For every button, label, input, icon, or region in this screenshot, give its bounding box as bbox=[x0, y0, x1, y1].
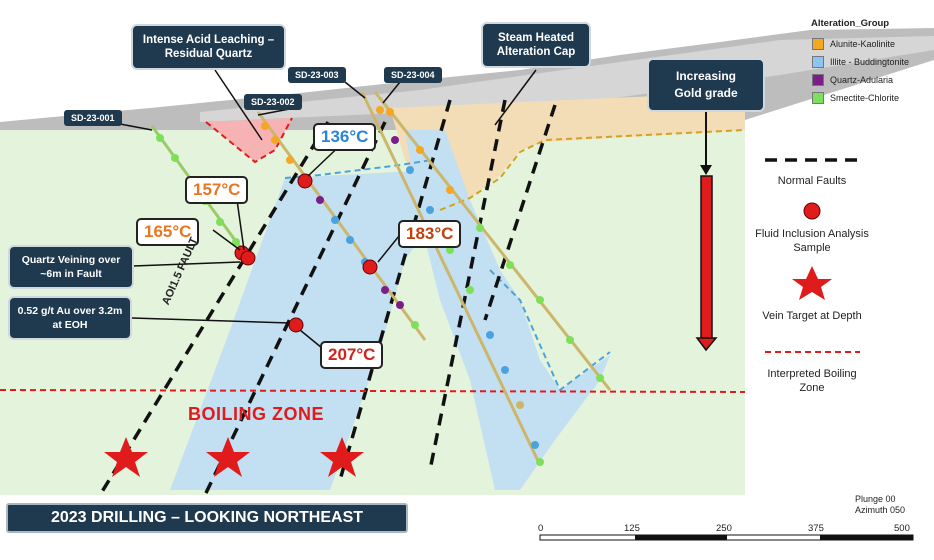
boiling-zone-line bbox=[0, 389, 746, 393]
illite-zone-1 bbox=[170, 170, 440, 490]
gold-leader-head bbox=[700, 165, 712, 175]
illite-outline-2 bbox=[489, 269, 611, 392]
fluid-inclusion-samples bbox=[234, 173, 378, 333]
cap-outline bbox=[439, 129, 746, 211]
star-icon bbox=[104, 437, 148, 477]
boiling-zone-label: BOILING ZONE bbox=[188, 404, 324, 424]
increasing-gold-text: Increasing Gold grade bbox=[674, 69, 738, 100]
legend-swatch bbox=[812, 92, 824, 104]
legend-title: Alteration_Group bbox=[811, 18, 890, 29]
star-icon bbox=[206, 437, 250, 477]
temp-label-183: 183°C bbox=[398, 220, 462, 248]
legend-label: Quartz-Adularia bbox=[830, 75, 894, 85]
legend-label: Smectite-Chlorite bbox=[830, 93, 900, 103]
scale-label-375: 375 bbox=[808, 523, 824, 534]
temp-label-157: 157°C bbox=[185, 176, 249, 204]
plunge-text: Plunge 00 bbox=[855, 494, 896, 504]
legend-item-alunite: Alunite-Kaolinite bbox=[812, 38, 895, 50]
key-vein-target: Vein Target at Depth bbox=[762, 310, 862, 322]
steam-heated-cap bbox=[390, 92, 745, 210]
steam-heated-callout: Steam Heated Alteration Cap bbox=[481, 22, 591, 68]
quartz-veining-callout: Quartz Veining over ~6m in Fault bbox=[8, 245, 134, 289]
scale-label-0: 0 bbox=[538, 523, 544, 534]
key-inclusion-symbol bbox=[803, 202, 821, 220]
legend-label: Illite - Buddingtonite bbox=[830, 57, 910, 67]
au-eoh-text: 0.52 g/t Au over 3.2m at EOH bbox=[17, 305, 123, 331]
acid-leaching-callout: Intense Acid Leaching – Residual Quartz bbox=[131, 24, 286, 70]
scale-label-500: 500 bbox=[894, 523, 910, 534]
scale-bar bbox=[539, 534, 914, 541]
leader-lines bbox=[119, 69, 537, 349]
au-eoh-callout: 0.52 g/t Au over 3.2m at EOH bbox=[8, 296, 132, 340]
star-icon bbox=[320, 437, 364, 477]
gold-arrow-head bbox=[695, 337, 718, 352]
scale-label-250: 250 bbox=[716, 523, 732, 534]
orientation: Plunge 00 Azimuth 050 bbox=[855, 494, 905, 516]
steam-heated-text: Steam Heated Alteration Cap bbox=[496, 32, 576, 58]
legend-item-quartz-adularia: Quartz-Adularia bbox=[812, 74, 893, 86]
legend-swatch bbox=[812, 56, 824, 68]
hole-tag-sd-23-002: SD-23-002 bbox=[244, 94, 302, 110]
hole-tag-sd-23-004: SD-23-004 bbox=[384, 67, 442, 83]
key-normal-faults: Normal Faults bbox=[777, 175, 847, 187]
legend-swatch bbox=[812, 38, 824, 50]
key-boiling: Interpreted Boiling Zone bbox=[767, 368, 857, 394]
section-title: 2023 DRILLING – LOOKING NORTHEAST bbox=[6, 503, 408, 533]
acid-outline bbox=[205, 117, 293, 164]
hole-tag-sd-23-001: SD-23-001 bbox=[64, 110, 122, 126]
hole-tag-sd-23-003: SD-23-003 bbox=[288, 67, 346, 83]
acid-leaching-text: Intense Acid Leaching – Residual Quartz bbox=[142, 34, 275, 60]
legend-item-smectite: Smectite-Chlorite bbox=[812, 92, 899, 104]
legend-label: Alunite-Kaolinite bbox=[830, 39, 896, 49]
legend-swatch bbox=[812, 74, 824, 86]
key-star-icon bbox=[792, 266, 832, 300]
key-fluid-inclusion: Fluid Inclusion Analysis Sample bbox=[755, 228, 869, 254]
temp-label-136: 136°C bbox=[313, 123, 377, 151]
temp-label-207: 207°C bbox=[320, 341, 384, 369]
vein-targets bbox=[104, 437, 364, 477]
increasing-gold-callout: Increasing Gold grade bbox=[647, 58, 765, 112]
quartz-veining-text: Quartz Veining over ~6m in Fault bbox=[21, 254, 121, 280]
gold-grade-arrow bbox=[700, 175, 713, 339]
legend-item-illite: Illite - Buddingtonite bbox=[812, 56, 909, 68]
azimuth-text: Azimuth 050 bbox=[855, 505, 906, 515]
scale-label-125: 125 bbox=[624, 523, 640, 534]
temp-label-165: 165°C bbox=[136, 218, 200, 246]
